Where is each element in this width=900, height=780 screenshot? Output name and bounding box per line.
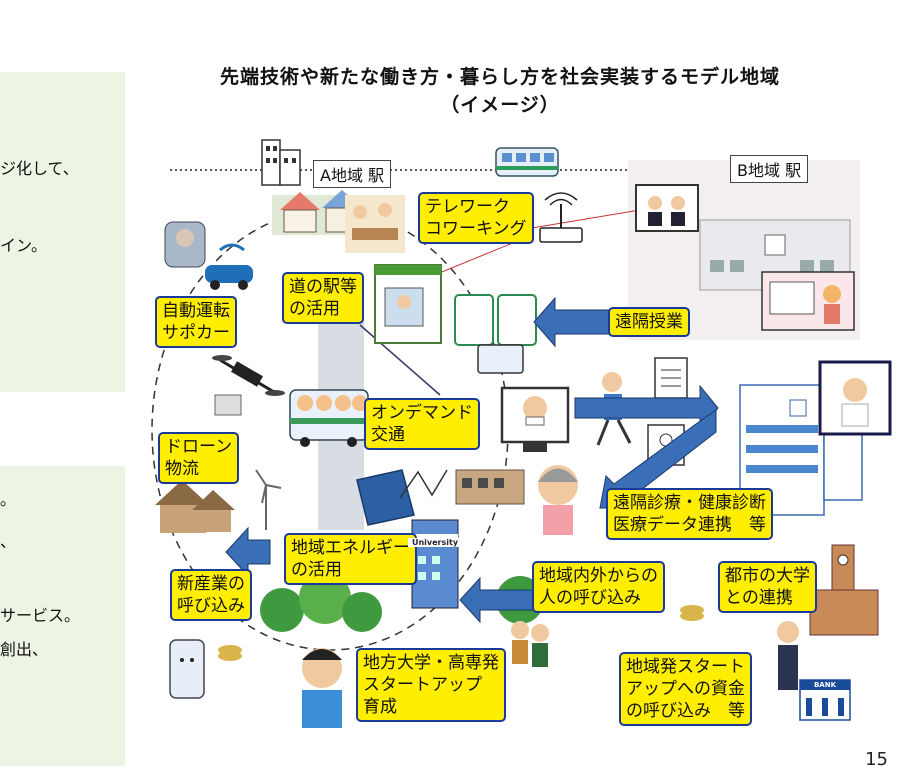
b-monitor-people-icon — [635, 184, 699, 232]
elderly-person-icon — [164, 221, 206, 268]
hikers-icon — [511, 621, 549, 667]
university-sign: University — [408, 538, 462, 547]
remote-doctor-monitor-icon — [500, 386, 570, 452]
connector-line — [359, 324, 441, 396]
station-b-label: B地域 駅 — [730, 155, 809, 183]
station-a-buildings-icon — [261, 139, 301, 186]
traditional-houses-icon — [155, 480, 235, 533]
coins-icon — [218, 605, 704, 661]
label-local-university-startup: 地方大学・高専発スタートアップ育成 — [356, 648, 506, 722]
wifi-router-icon — [539, 192, 583, 243]
left-text: 。 — [0, 490, 17, 509]
university-building-icon — [411, 519, 459, 609]
arrow-attract-people — [459, 576, 539, 624]
train-icon — [495, 147, 559, 177]
label-startup-funding: 地域発スタートアップへの資金の呼び込み 等 — [619, 652, 752, 726]
left-text: 創出、 — [0, 640, 49, 659]
left-text: イン。 — [0, 236, 48, 255]
coworking-people-icon — [345, 195, 405, 253]
arrow-new-industry — [225, 526, 271, 578]
arrow-medical-left — [599, 409, 717, 509]
label-attract-people: 地域内外からの人の呼び込み — [532, 561, 665, 613]
clock-tower-icon — [809, 544, 879, 636]
connector-line — [519, 209, 641, 231]
station-a-label: A地域 駅 — [313, 160, 392, 188]
label-remote-medical: 遠隔診療・健康診断医療データ連携 等 — [606, 488, 773, 540]
label-remote-class: 遠隔授業 — [608, 307, 690, 337]
drone-package-icon — [214, 394, 242, 416]
arrow-remote-class — [533, 296, 613, 348]
label-city-university: 都市の大学との連携 — [718, 561, 817, 613]
diagram-title-line2: （イメージ） — [440, 94, 560, 116]
autonomous-car-icon — [205, 243, 253, 290]
ondemand-bus-icon — [289, 389, 369, 447]
drone-icon — [212, 355, 285, 396]
elderly-patient-icon — [538, 465, 578, 535]
label-ondemand-transport: オンデマンド交通 — [364, 398, 480, 450]
bank-icon — [799, 679, 851, 721]
label-drone-logistics: ドローン物流 — [158, 432, 240, 484]
left-text: サービス。 — [0, 606, 81, 625]
label-autonomous-driving: 自動運転サポカー — [155, 296, 237, 348]
left-text: ジ化して、 — [0, 159, 79, 178]
document-icon — [654, 357, 688, 399]
label-new-industry: 新産業の呼び込み — [170, 569, 252, 621]
diagram-title-line1: 先端技術や新たな働き方・暮らし方を社会実装するモデル地域 — [219, 66, 780, 88]
left-panel-bottom — [0, 466, 125, 766]
label-telework: テレワークコワーキング — [418, 192, 534, 244]
left-text: 、 — [0, 532, 17, 551]
page-number: 15 — [865, 749, 888, 770]
trees-icon — [260, 572, 382, 632]
mountains-icon — [399, 469, 448, 499]
teacher-icon — [761, 271, 855, 331]
bank-sign: BANK — [813, 681, 837, 689]
label-local-energy: 地域エネルギーの活用 — [284, 533, 417, 585]
town-houses-icon — [455, 469, 525, 505]
michinoeki-shop-icon — [374, 264, 442, 344]
wind-turbine-icon — [255, 469, 282, 530]
left-panel-top — [0, 72, 125, 392]
solar-panel-icon — [356, 469, 415, 526]
doctor-monitor-icon — [818, 360, 892, 436]
label-michinoeki: 道の駅等の活用 — [282, 272, 364, 324]
businessman-icon — [777, 621, 799, 690]
smartphone-character-icon — [169, 639, 205, 699]
student-icon — [302, 648, 342, 728]
tablet-classroom-icon — [454, 294, 537, 374]
